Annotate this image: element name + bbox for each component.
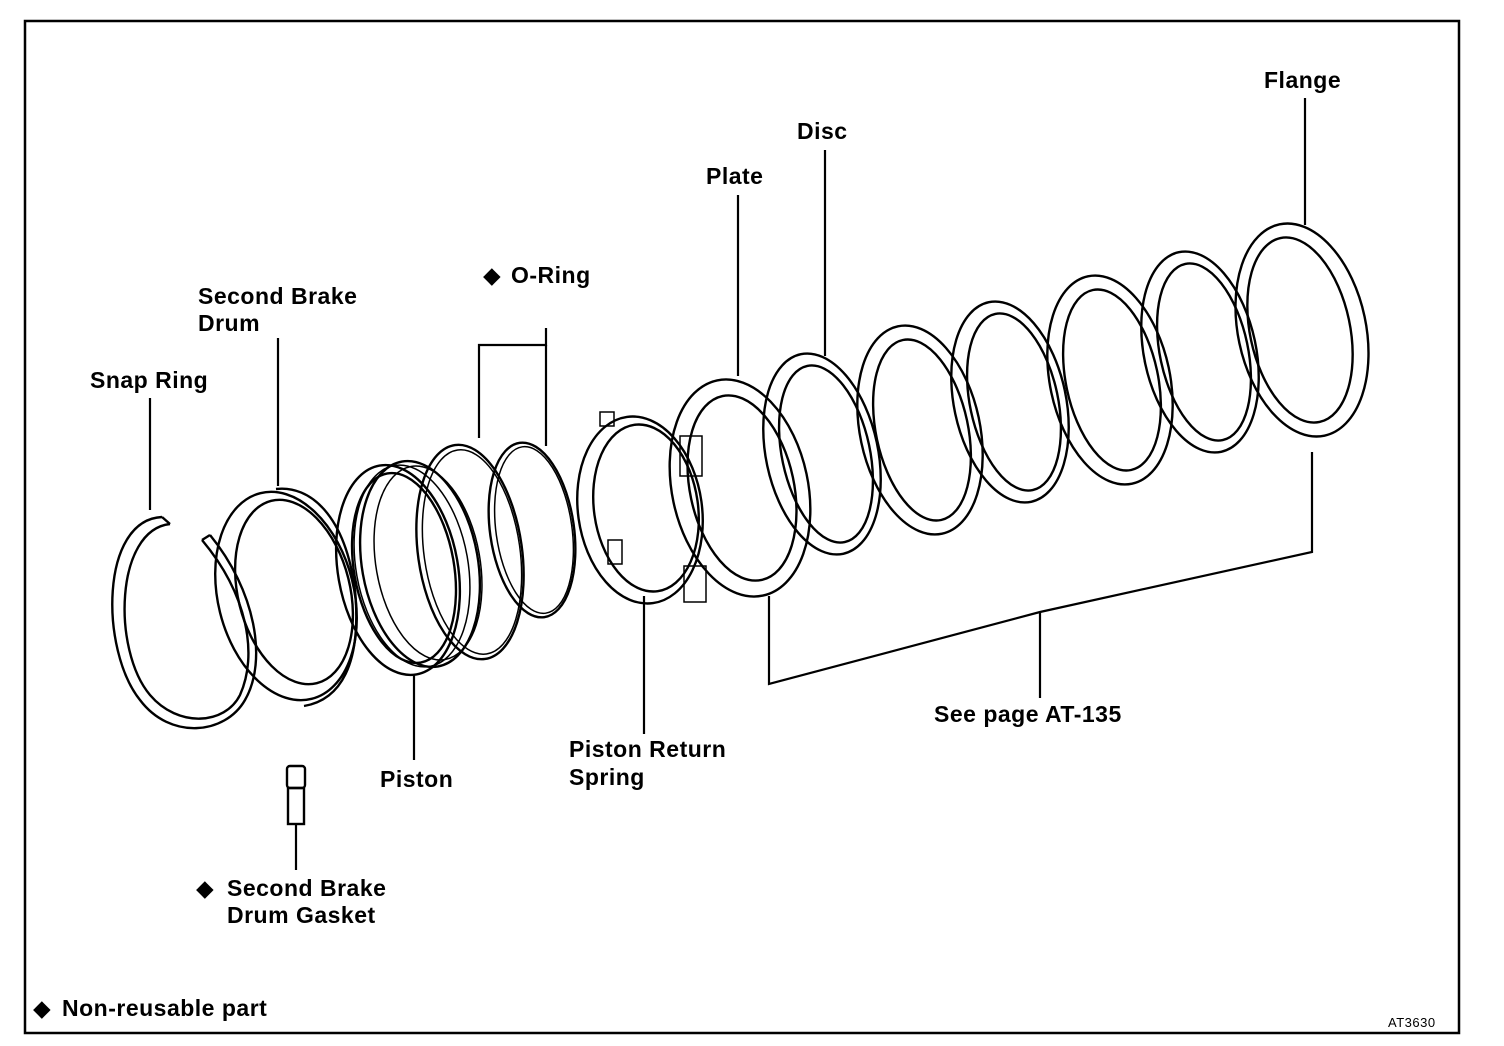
label-disc: Disc — [797, 118, 848, 144]
legend-symbol: ◆ — [33, 995, 51, 1021]
piston-part — [334, 459, 483, 677]
drum-gasket-part — [285, 764, 307, 870]
o-ring-parts — [415, 441, 577, 661]
diagram-border — [23, 19, 1461, 1035]
label-piston-return-spring-line1: Piston Return — [569, 736, 726, 762]
figure-code: AT3630 — [1388, 1015, 1436, 1030]
label-gasket-line2: Drum Gasket — [227, 902, 376, 928]
label-second-brake-drum-line1: Second Brake — [198, 283, 357, 309]
label-flange: Flange — [1264, 67, 1341, 93]
label-second-brake-drum-line2: Drum — [198, 310, 260, 336]
label-piston: Piston — [380, 766, 453, 792]
non-reusable-marker-gasket: ◆ — [196, 875, 214, 901]
label-o-ring: O-Ring — [511, 262, 591, 288]
non-reusable-marker-o-ring: ◆ — [483, 262, 501, 288]
second-brake-drum-part — [214, 487, 358, 708]
leader-lines — [148, 98, 1314, 760]
legend-text: Non-reusable part — [62, 995, 267, 1021]
piston-return-spring-part — [576, 411, 707, 605]
label-plate: Plate — [706, 163, 763, 189]
snap-ring-part — [111, 515, 258, 730]
label-snap-ring: Snap Ring — [90, 367, 208, 393]
label-gasket-line1: Second Brake — [227, 875, 386, 901]
label-see-page: See page AT-135 — [934, 701, 1122, 727]
label-piston-return-spring-line2: Spring — [569, 764, 645, 790]
clutch-pack-parts — [668, 222, 1370, 598]
